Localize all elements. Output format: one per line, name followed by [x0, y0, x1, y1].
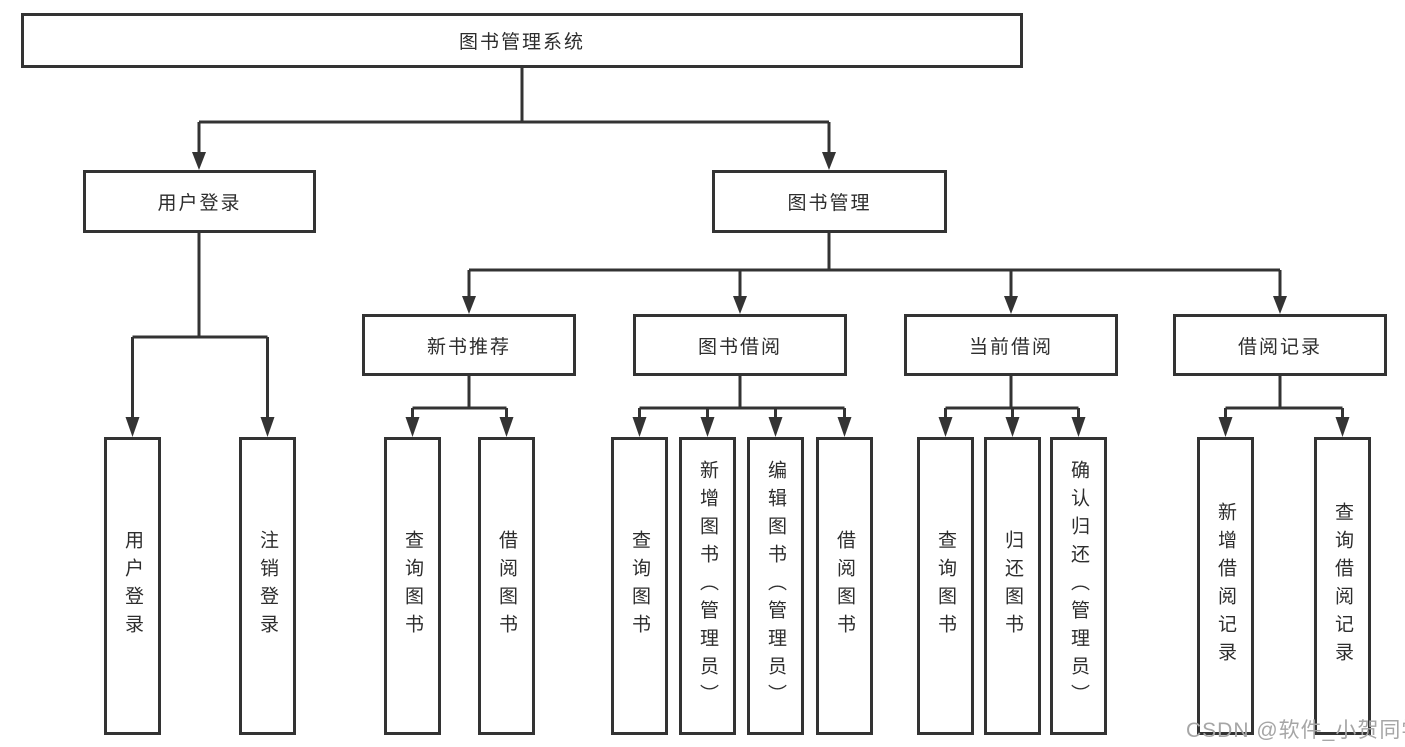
leaf-borrow-book-recommend: 借阅图书 [478, 437, 535, 735]
leaf-label: 借阅图书 [496, 530, 517, 642]
node-label: 当前借阅 [968, 336, 1053, 358]
node-book-management: 图书管理 [712, 170, 947, 233]
leaf-label: 注销登录 [257, 530, 278, 642]
leaf-label: 新增图书（管理员） [697, 460, 718, 712]
leaf-label: 查询图书 [402, 530, 423, 642]
leaf-label: 归还图书 [1002, 530, 1023, 642]
leaf-query-book-recommend: 查询图书 [384, 437, 441, 735]
node-label: 新书推荐 [426, 336, 511, 358]
node-current-borrow: 当前借阅 [904, 314, 1118, 376]
leaf-query-book-current: 查询图书 [917, 437, 974, 735]
leaf-label: 用户登录 [122, 530, 143, 642]
leaf-query-book-borrow: 查询图书 [611, 437, 668, 735]
node-new-book-recommend: 新书推荐 [362, 314, 576, 376]
leaf-return-book: 归还图书 [984, 437, 1041, 735]
node-label: 图书借阅 [697, 336, 782, 358]
leaf-user-login: 用户登录 [104, 437, 161, 735]
node-user-login: 用户登录 [83, 170, 316, 233]
leaf-add-borrow-record: 新增借阅记录 [1197, 437, 1254, 735]
leaf-edit-book-admin: 编辑图书（管理员） [747, 437, 804, 735]
leaf-label: 编辑图书（管理员） [765, 460, 786, 712]
leaf-add-book-admin: 新增图书（管理员） [679, 437, 736, 735]
leaf-label: 确认归还（管理员） [1068, 460, 1089, 712]
leaf-borrow-book: 借阅图书 [816, 437, 873, 735]
leaf-label: 查询图书 [629, 530, 650, 642]
node-label: 图书管理 [787, 193, 872, 214]
leaf-confirm-return-admin: 确认归还（管理员） [1050, 437, 1107, 735]
leaf-label: 查询图书 [935, 530, 956, 642]
leaf-label: 查询借阅记录 [1332, 502, 1353, 670]
node-label: 用户登录 [157, 193, 242, 214]
leaf-label: 借阅图书 [834, 530, 855, 642]
node-book-borrow: 图书借阅 [633, 314, 847, 376]
node-label: 借阅记录 [1237, 336, 1322, 358]
node-borrow-record: 借阅记录 [1173, 314, 1387, 376]
node-system-root: 图书管理系统 [21, 13, 1023, 68]
csdn-watermark: CSDN @软件_小贺同学 [1186, 719, 1405, 742]
leaf-logout: 注销登录 [239, 437, 296, 735]
leaf-label: 新增借阅记录 [1215, 502, 1236, 670]
node-label: 图书管理系统 [458, 32, 585, 53]
leaf-query-borrow-record: 查询借阅记录 [1314, 437, 1371, 735]
